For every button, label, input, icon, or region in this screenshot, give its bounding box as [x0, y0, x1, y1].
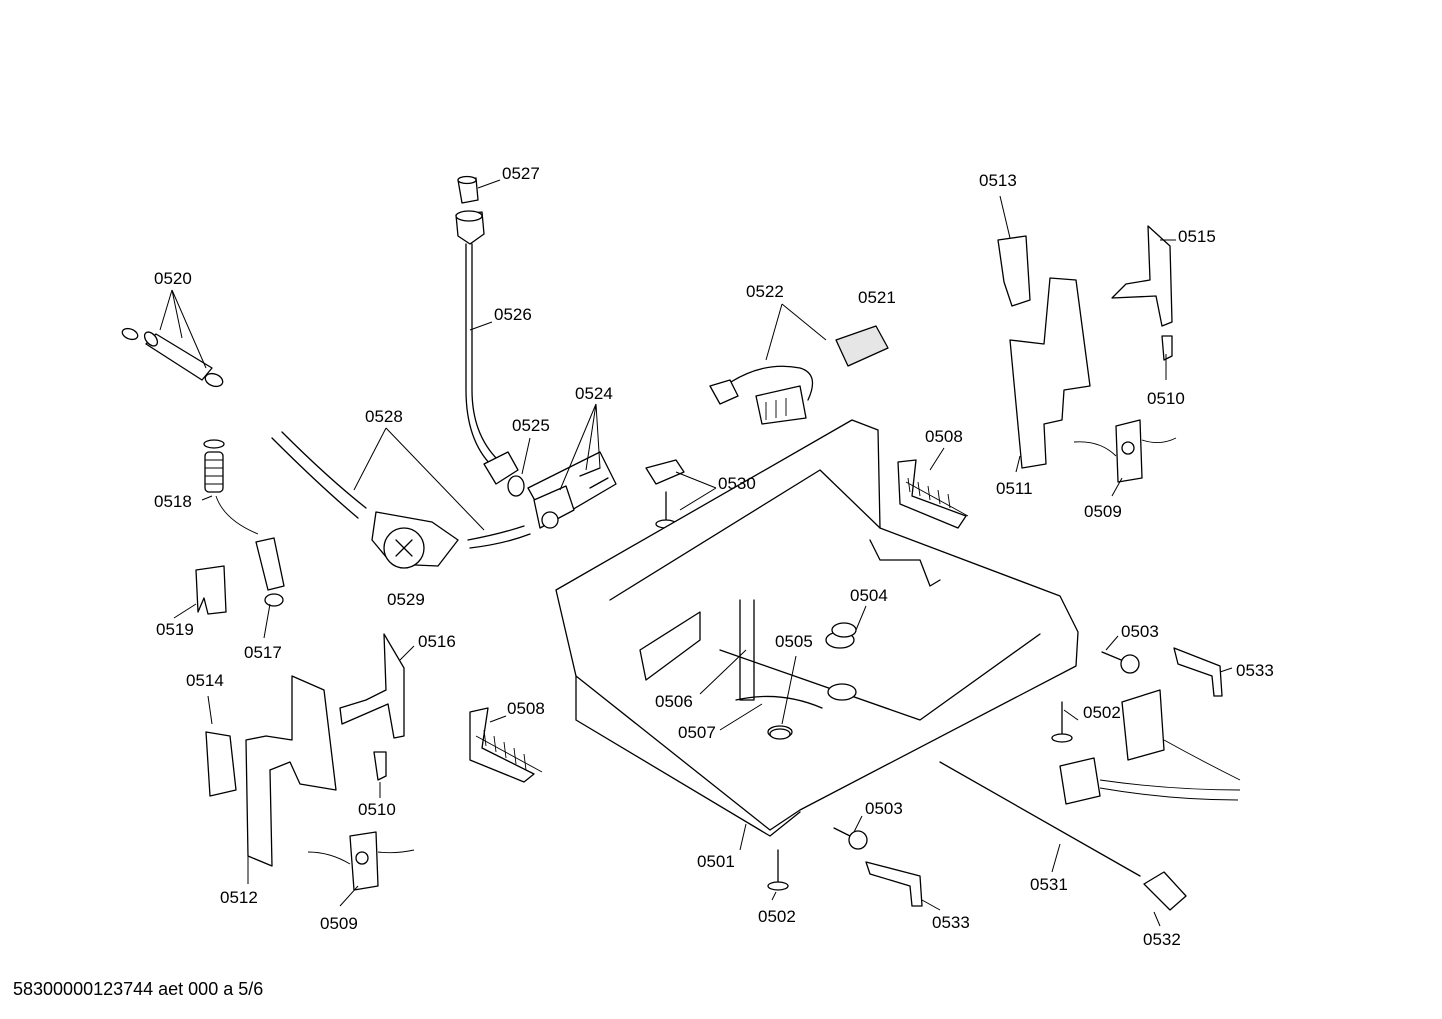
label-part-0507: 0507 — [678, 723, 716, 742]
label-part-0521: 0521 — [858, 288, 896, 307]
label-part-0501: 0501 — [697, 852, 735, 871]
label-part-0528: 0528 — [365, 407, 403, 426]
wiring-harness-connectors — [1059, 689, 1241, 805]
label-part-0506: 0506 — [655, 692, 693, 711]
label-part-0520: 0520 — [154, 269, 192, 288]
label-part-0532: 0532 — [1143, 930, 1181, 949]
part-0526-inlet-hose — [455, 210, 519, 485]
label-part-0515: 0515 — [1178, 227, 1216, 246]
part-0518-corrugated-hose — [203, 439, 285, 607]
part-0514-clip — [205, 731, 237, 797]
part-0530-clip-and-screw — [645, 459, 685, 529]
label-part-0509-right: 0509 — [1084, 502, 1122, 521]
label-part-0510-right: 0510 — [1147, 389, 1185, 408]
part-0525-seal-ring — [507, 475, 525, 497]
part-0509-switch-left — [307, 831, 415, 891]
label-part-0503-left: 0503 — [865, 799, 903, 818]
part-0524-valve — [527, 451, 617, 529]
label-part-0511: 0511 — [996, 479, 1033, 498]
label-part-0526: 0526 — [494, 305, 532, 324]
part-0501-base-tub — [555, 419, 1079, 837]
part-0533-rail-left — [865, 861, 923, 907]
label-part-0517: 0517 — [244, 643, 282, 662]
part-0508-spring-right — [897, 459, 969, 529]
part-0503-adjustable-foot-left — [833, 827, 868, 850]
part-number-labels: 0527 0526 0520 0528 0525 0524 0522 0521 … — [154, 164, 1274, 949]
part-0529-drain-pump — [371, 511, 459, 569]
part-0504-seal — [831, 622, 857, 638]
label-part-0524: 0524 — [575, 384, 613, 403]
part-0502-screw-right — [1051, 701, 1073, 743]
label-part-0531: 0531 — [1030, 875, 1068, 894]
label-part-0510-left: 0510 — [358, 800, 396, 819]
label-part-0525: 0525 — [512, 416, 550, 435]
part-0505-disc — [769, 728, 791, 740]
part-0502-screw-left — [767, 849, 789, 891]
label-part-0518: 0518 — [154, 492, 192, 511]
part-0533-rail-right — [1173, 647, 1223, 697]
part-0513-bracket — [997, 235, 1031, 307]
label-part-0530: 0530 — [718, 474, 756, 493]
label-part-0533-left: 0533 — [932, 913, 970, 932]
label-part-0508-right: 0508 — [925, 427, 963, 446]
label-part-0514: 0514 — [186, 671, 224, 690]
part-0511-frame-panel — [1009, 277, 1091, 469]
part-0512-frame-panel — [245, 675, 337, 867]
part-0519-clip — [195, 565, 227, 615]
part-0528-drain-hose — [271, 431, 531, 549]
label-part-0503-right: 0503 — [1121, 622, 1159, 641]
part-0521-connector — [835, 325, 889, 367]
part-0503-adjustable-foot-right — [1101, 651, 1140, 674]
part-0515-bracket — [1111, 225, 1173, 327]
label-part-0513: 0513 — [979, 171, 1017, 190]
part-0509-switch-right — [1073, 419, 1177, 483]
label-part-0519: 0519 — [156, 620, 194, 639]
label-part-0502-right: 0502 — [1083, 703, 1121, 722]
part-0522-wiring-harness — [709, 365, 814, 425]
label-part-0508-left: 0508 — [507, 699, 545, 718]
part-0510-clip-left — [373, 751, 387, 781]
part-0516-bracket — [339, 633, 405, 739]
label-part-0502-left: 0502 — [758, 907, 796, 926]
part-0508-spring-left — [469, 707, 543, 783]
label-part-0509-left: 0509 — [320, 914, 358, 933]
label-part-0529: 0529 — [387, 590, 425, 609]
label-part-0533-right: 0533 — [1236, 661, 1274, 680]
label-part-0512: 0512 — [220, 888, 258, 907]
part-0520-hose-with-clamps — [121, 327, 224, 388]
part-0531-rod — [939, 761, 1141, 877]
leader-lines — [159, 179, 1233, 927]
part-0510-clip-right — [1161, 335, 1173, 361]
part-0527-cap — [457, 175, 479, 204]
document-id-footer: 58300000123744 aet 000 a 5/6 — [13, 979, 264, 999]
label-part-0516: 0516 — [418, 632, 456, 651]
part-0532-cap — [1143, 871, 1187, 911]
label-part-0527: 0527 — [502, 164, 540, 183]
label-part-0504: 0504 — [850, 586, 888, 605]
label-part-0522: 0522 — [746, 282, 784, 301]
label-part-0505: 0505 — [775, 632, 813, 651]
